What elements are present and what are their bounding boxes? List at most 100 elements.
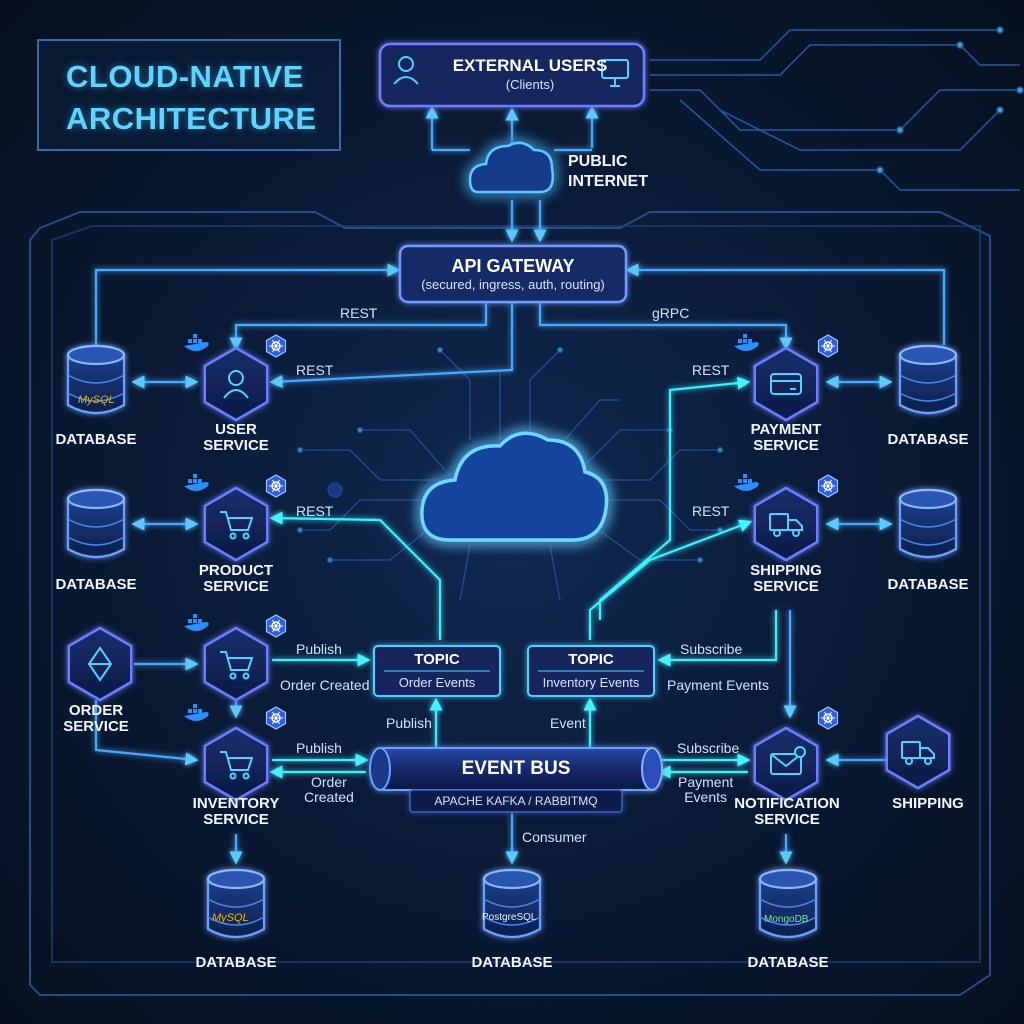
cart-icon (220, 751, 254, 780)
database-caption-bus: DATABASE (471, 954, 553, 971)
docker-icon (184, 704, 209, 721)
database-caption-product: DATABASE (55, 576, 137, 593)
database-postgres-bottom (482, 868, 542, 939)
api-gateway-box (398, 244, 628, 304)
event-bus-title: EVENT BUS (461, 758, 571, 779)
title-line-2: ARCHITECTURE (66, 101, 317, 136)
order-service-line-1: ORDER (68, 702, 124, 719)
order-service-line-2: SERVICE (63, 718, 129, 735)
inventory-service-line-1: INVENTORY (192, 795, 280, 812)
edge-label-order-created: Order Created (280, 677, 370, 693)
diagram-title: CLOUD-NATIVE ARCHITECTURE (66, 56, 317, 140)
docker-icon (184, 614, 209, 631)
edge-label-event: Event (550, 715, 586, 731)
inventory-topic-subtitle: Inventory Events (542, 675, 640, 690)
order-topic-subtitle: Order Events (398, 675, 476, 690)
title-line-1: CLOUD-NATIVE (66, 59, 304, 94)
api-gateway-subtitle: (secured, ingress, auth, routing) (421, 277, 605, 292)
event-bus-pipe (369, 747, 663, 813)
kubernetes-icon (817, 334, 839, 358)
edge-label-payment: Payment (678, 774, 734, 790)
user-service-line-2: SERVICE (203, 437, 269, 454)
kubernetes-icon (265, 474, 287, 498)
cart-icon (220, 651, 254, 680)
edge-label-publish-order: Publish (296, 641, 342, 657)
external-users-box (378, 42, 646, 108)
payment-service-line-2: SERVICE (753, 437, 819, 454)
internet-cloud (468, 141, 554, 194)
notification-service-hex (753, 726, 819, 802)
shipping-external-hex (885, 714, 951, 790)
payment-service-line-1: PAYMENT (750, 421, 822, 438)
public-internet-line-2: INTERNET (568, 173, 648, 190)
truck-icon (769, 513, 803, 537)
database-caption-inventory: DATABASE (195, 954, 277, 971)
database-mysql-bottom (206, 868, 266, 939)
notification-service-line-2: SERVICE (754, 811, 820, 828)
inventory-topic-box (527, 645, 655, 697)
kubernetes-icon (265, 614, 287, 638)
circuit-decoration (650, 26, 1024, 191)
inventory-service-line-2: SERVICE (203, 811, 269, 828)
mongodb-brand: MongoDB (764, 914, 809, 925)
database-caption-postgres-top: DATABASE (887, 431, 969, 448)
database-postgres-top (898, 344, 958, 415)
edge-label-subscribe-bus: Subscribe (677, 740, 740, 756)
central-cloud (420, 431, 609, 542)
order-hex (203, 626, 269, 702)
edge-label-subscribe-top: Subscribe (680, 641, 743, 657)
docker-icon (184, 474, 209, 491)
notification-service-line-1: NOTIFICATION (734, 795, 840, 812)
public-internet-label: PUBLIC INTERNET (568, 152, 648, 192)
edge-label-consumer: Consumer (522, 829, 587, 845)
database-shipping (898, 488, 958, 559)
monitor-icon (601, 59, 629, 87)
database-caption-notification: DATABASE (747, 954, 829, 971)
shipping-external-caption: SHIPPING (892, 795, 964, 812)
shipping-service-hex (753, 486, 819, 562)
inventory-service-hex (203, 726, 269, 802)
edge-label-grpc: gRPC (652, 305, 690, 321)
kubernetes-icon (817, 706, 839, 730)
central-circuit-traces (296, 346, 724, 601)
person-icon (393, 56, 419, 85)
connections (94, 105, 946, 865)
docker-icon (734, 474, 759, 491)
edge-label-payment-events-top: Payment Events (667, 677, 769, 693)
mail-icon (770, 746, 806, 775)
database-caption-shipping: DATABASE (887, 576, 969, 593)
kubernetes-icon (265, 706, 287, 730)
cart-icon (220, 511, 254, 540)
edge-label-publish-topic: Publish (386, 715, 432, 731)
docker-icon (734, 334, 759, 351)
edge-label-created: Created (304, 789, 354, 805)
edge-label-events: Events (684, 789, 728, 805)
api-gateway-title: API GATEWAY (451, 256, 575, 276)
external-users-subtitle: (Clients) (505, 77, 555, 92)
product-service-line-2: SERVICE (203, 578, 269, 595)
postgres-brand: PostgreSQL (482, 912, 537, 923)
kubernetes-icon (265, 334, 287, 358)
order-topic-title: TOPIC (414, 651, 460, 668)
public-internet-line-1: PUBLIC (568, 153, 628, 170)
kubernetes-icon (817, 474, 839, 498)
user-service-line-1: USER (215, 421, 257, 438)
database-mysql-top (66, 344, 126, 415)
external-users-title: EXTERNAL USERS (452, 56, 608, 75)
shipping-service-line-1: SHIPPING (750, 562, 822, 579)
edge-label-rest-gateway: REST (340, 305, 378, 321)
edge-label-rest-payment: REST (692, 362, 730, 378)
database-product (66, 488, 126, 559)
truck-icon (901, 741, 935, 765)
person-icon (223, 370, 249, 399)
card-icon (770, 373, 802, 395)
database-caption-mysql-top: DATABASE (55, 431, 137, 448)
